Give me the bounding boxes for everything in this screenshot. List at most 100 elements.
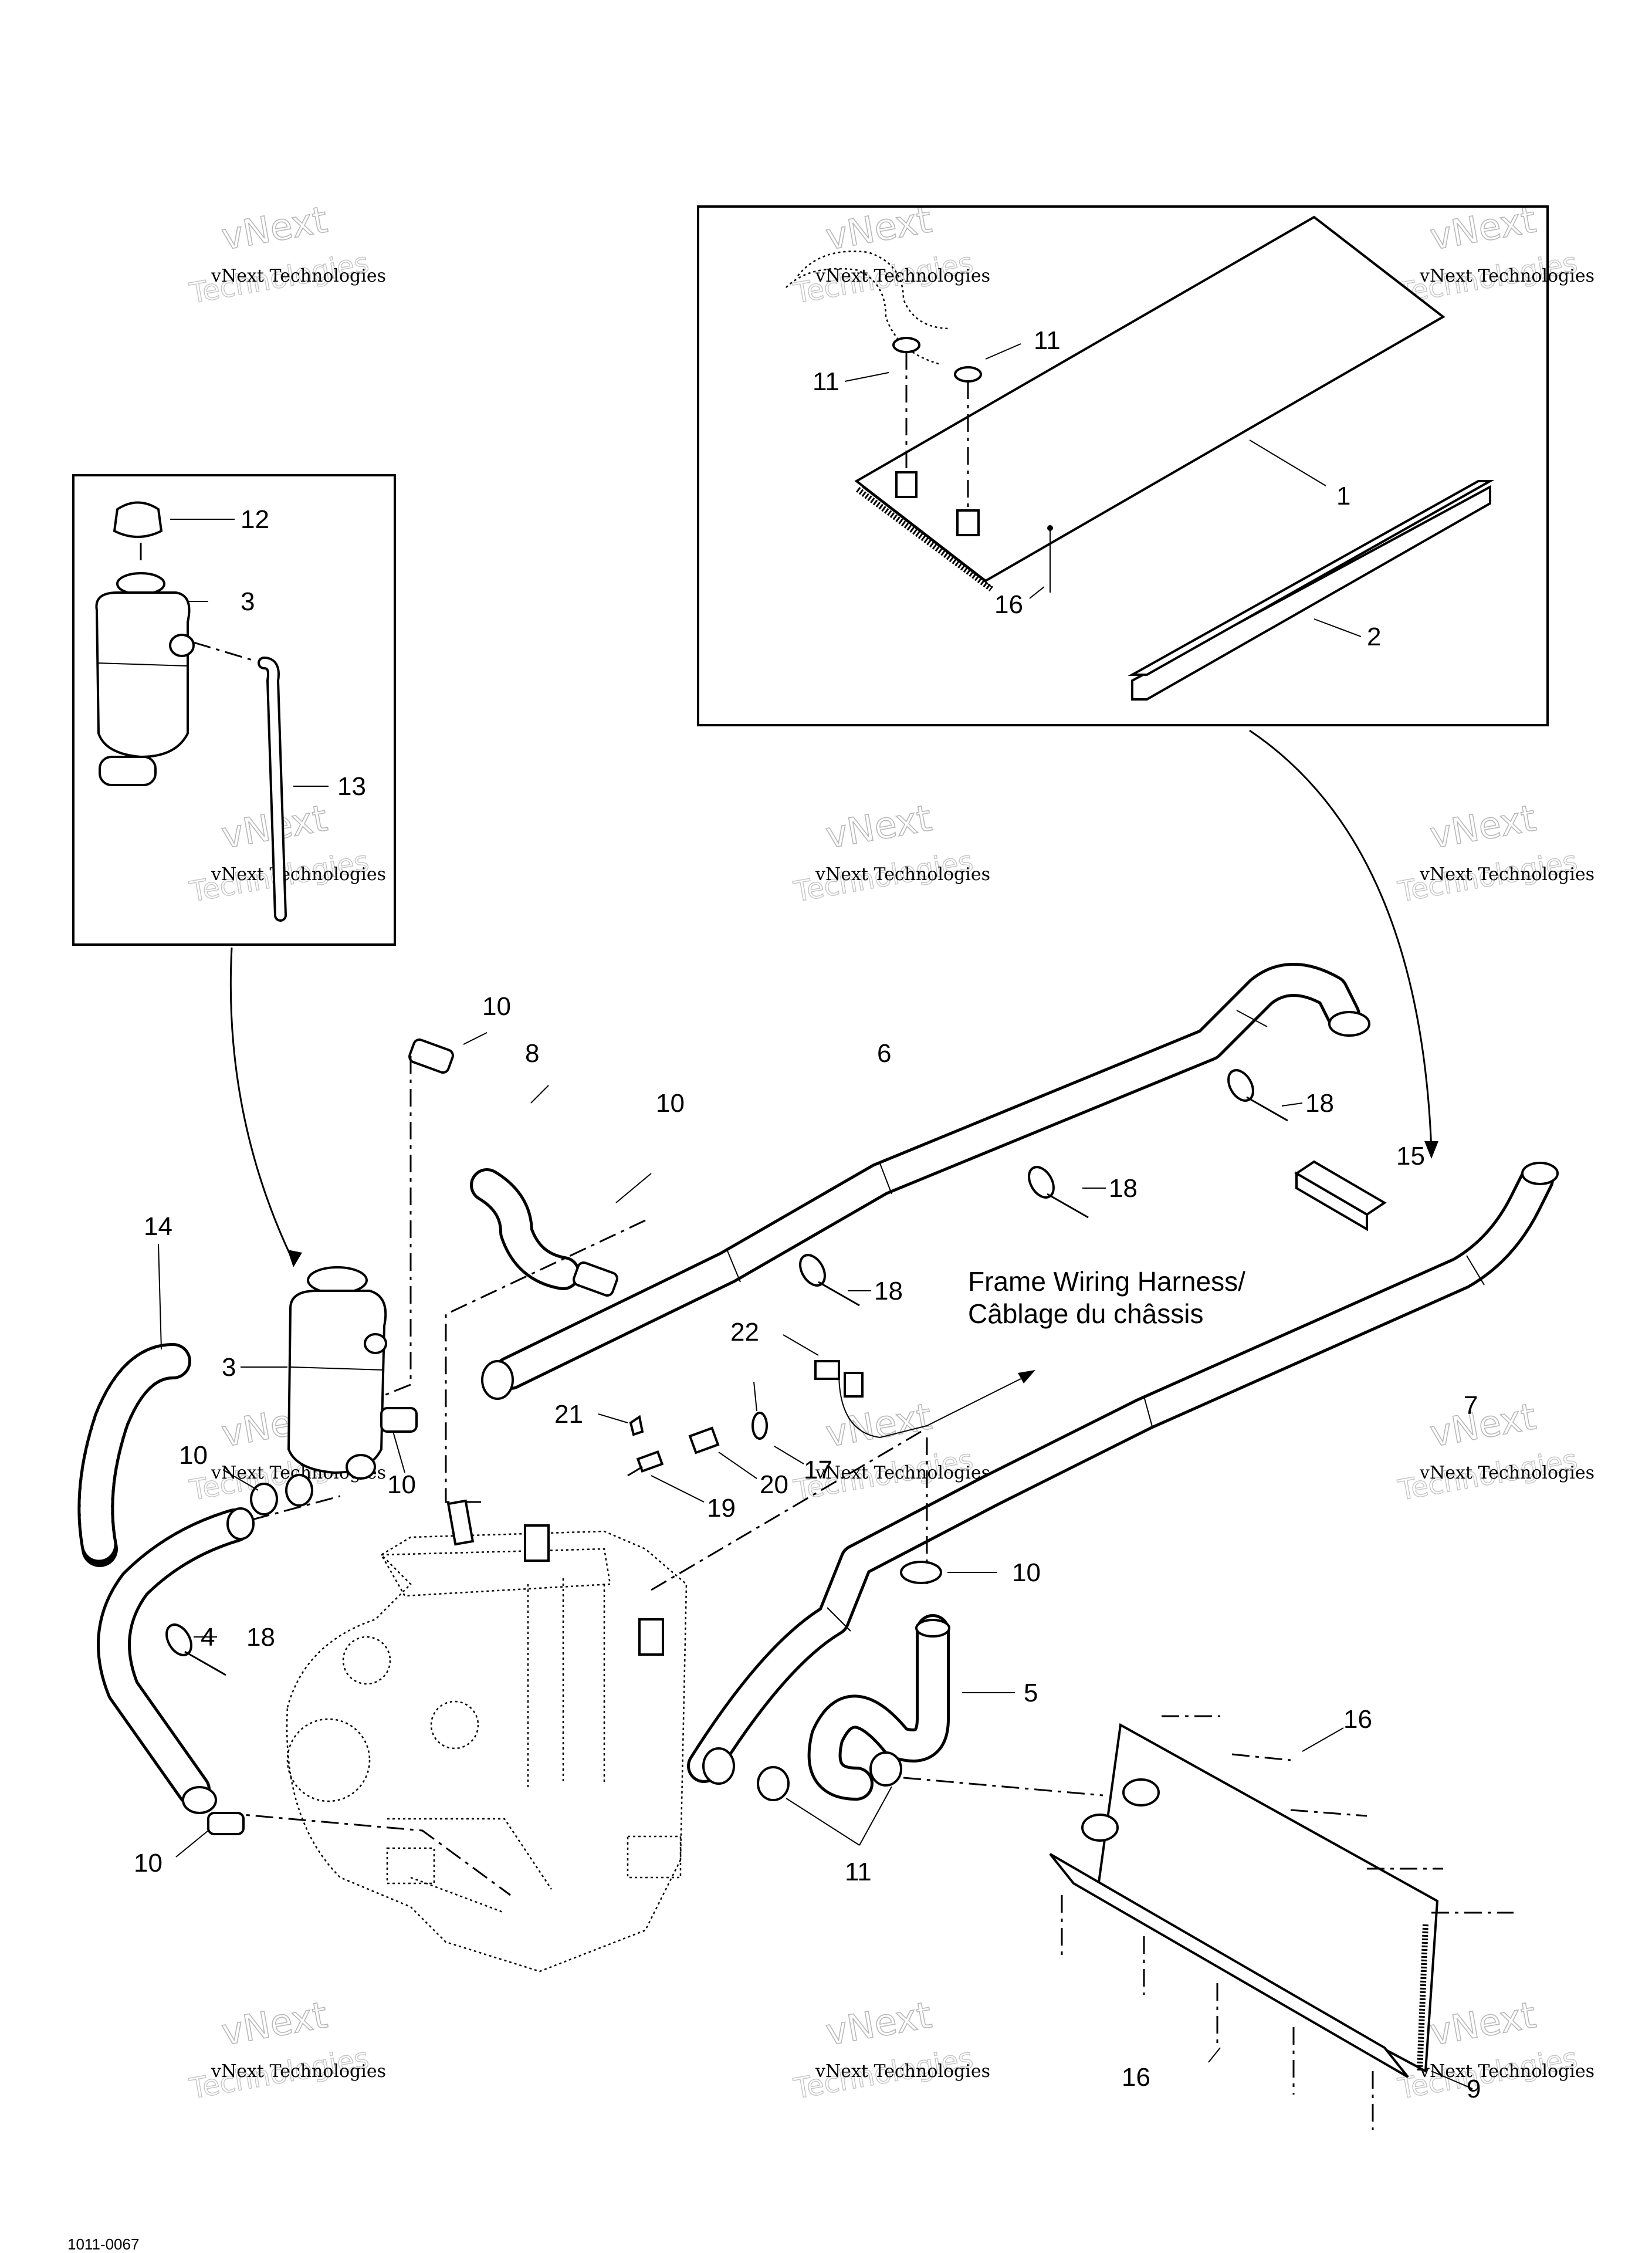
leader-line — [1302, 1727, 1344, 1752]
callout-10: 10 — [656, 1089, 685, 1118]
watermark-text: vNext Technologies — [815, 864, 990, 885]
callout-18: 18 — [874, 1277, 903, 1305]
callout-18: 18 — [246, 1623, 275, 1652]
foam-block-side — [1295, 1171, 1368, 1232]
leader-line — [392, 1431, 405, 1473]
leader-line — [1281, 1102, 1303, 1107]
leader-line — [786, 1798, 860, 1846]
cable-ties — [165, 1069, 1303, 1676]
hose-5-end — [915, 1619, 950, 1638]
overflow-hose — [260, 659, 285, 919]
harness-note: Frame Wiring Harness/ Câblage du châssis — [968, 1266, 1245, 1329]
leader-line — [1249, 439, 1326, 486]
watermark-text: vNext Technologies — [815, 1463, 990, 1483]
hose-clamp — [900, 1561, 942, 1584]
radiator-outlet-fitting — [956, 509, 980, 536]
temperature-sensor — [636, 1450, 664, 1473]
tie-loop — [1227, 1069, 1254, 1102]
coolant-tank-body — [95, 591, 191, 759]
callout-12: 12 — [241, 505, 269, 534]
cylinder-fins — [527, 1578, 605, 1789]
watermark-text: vNext Technologies — [1419, 2061, 1595, 2082]
leader-line — [718, 1452, 757, 1479]
callout-16: 16 — [994, 590, 1023, 619]
tie-tail — [1047, 1193, 1089, 1219]
dotted-hose-stub — [797, 251, 951, 330]
hose-ring — [869, 1751, 902, 1787]
leader-line — [222, 1469, 259, 1491]
leader-line — [598, 1413, 628, 1423]
support-rail — [1131, 485, 1491, 701]
assembly-line — [651, 1430, 922, 1591]
callout-16: 16 — [1122, 2063, 1150, 2092]
watermark-6: vNext Technologies vNext Technologies — [1395, 796, 1595, 909]
callout-19: 19 — [707, 1494, 736, 1523]
engine-outlet-fitting — [524, 1524, 550, 1562]
watermark-4: vNext Technologies vNext Technologies — [187, 796, 386, 909]
corrugated-sleeve — [77, 1243, 191, 1567]
hose-7-end — [702, 1747, 735, 1785]
coolant-tank-inset — [72, 474, 396, 946]
hose-band — [727, 1250, 741, 1283]
callout-11: 11 — [1034, 326, 1061, 355]
hose-7-body — [690, 1165, 1551, 1780]
leader-line — [530, 1085, 549, 1104]
engine-outlet-fitting — [446, 1499, 475, 1546]
tie-tail — [818, 1281, 860, 1307]
callout-1: 1 — [1336, 482, 1350, 510]
callout-10: 10 — [387, 1470, 416, 1499]
arrowhead — [287, 1250, 302, 1267]
hose-4-body — [100, 1511, 249, 1804]
watermark-text-large: vNext — [822, 1993, 935, 2054]
callout-labels: 1 2 3 3 4 5 6 7 8 9 10 10 10 10 10 10 11… — [134, 326, 1481, 2103]
watermark-1: vNext Technologies vNext Technologies — [187, 197, 386, 310]
radiator-fitting — [1122, 1778, 1160, 1807]
hose-6-body — [496, 966, 1358, 1387]
sensor-connector — [688, 1426, 720, 1454]
watermark-text-large: vNext — [218, 1993, 330, 2054]
coolant-tank-inset-frame — [72, 474, 396, 946]
callout-2: 2 — [1367, 623, 1381, 651]
cylinder-head — [380, 1548, 611, 1597]
leader-line — [1208, 2047, 1221, 2063]
inset-arrow-right — [1249, 729, 1433, 1151]
hose-6-end — [481, 1360, 514, 1400]
hose-clamp — [250, 1483, 278, 1515]
screw-head — [1047, 525, 1053, 531]
hose-band — [879, 1163, 892, 1195]
leader-line — [844, 372, 889, 382]
callout-13: 13 — [337, 772, 366, 801]
tie-tail — [184, 1650, 226, 1676]
callout-8: 8 — [525, 1039, 539, 1068]
hose-8-body — [473, 1171, 577, 1287]
hose-clamp — [207, 1812, 245, 1835]
tank-neck — [307, 1266, 368, 1294]
watermark-text-large: vNext — [1427, 1395, 1539, 1455]
radiator-inlet-fitting — [895, 471, 918, 498]
leader-line — [859, 1786, 892, 1846]
engine-block — [286, 1499, 688, 1973]
coolant-hose-6 — [481, 963, 1370, 1400]
callout-17: 17 — [804, 1456, 832, 1484]
watermark-text: vNext Technologies — [1419, 266, 1595, 286]
coolant-tank-body — [287, 1290, 387, 1474]
output-shaft — [627, 1835, 682, 1879]
leader-line — [615, 1173, 652, 1203]
coolant-tank-mounted — [241, 1266, 418, 1480]
tank-strap — [290, 1366, 385, 1371]
callout-9: 9 — [1467, 2075, 1481, 2103]
figure-code: 1011-0067 — [67, 2235, 139, 2253]
watermark-text: vNext Technologies — [815, 266, 990, 286]
coolant-hose-5 — [807, 1561, 1015, 1801]
tank-side-nipple — [364, 1333, 387, 1354]
coolant-hose-8 — [408, 1032, 652, 1297]
leader-line — [651, 1475, 705, 1503]
cable-tie — [1028, 1166, 1089, 1219]
leader-line — [158, 1243, 162, 1350]
leader-line — [175, 1830, 209, 1858]
radiator-inset — [697, 205, 1549, 726]
hose-4-end — [226, 1507, 255, 1540]
hose-band — [827, 1607, 851, 1632]
sleeve-ribs — [80, 1346, 188, 1564]
callout-16: 16 — [1343, 1705, 1372, 1734]
